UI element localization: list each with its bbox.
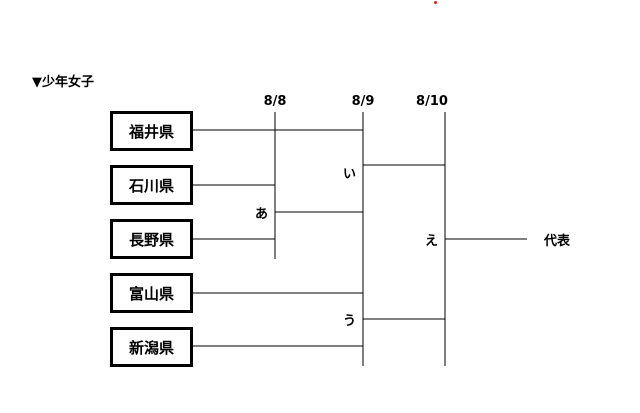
team-box-toyama: 富山県 [110, 273, 193, 313]
match-label-i: い [343, 167, 357, 182]
match-label-u: う [343, 314, 357, 329]
bracket-title: ▼少年女子 [32, 75, 94, 90]
winner-label: 代表 [544, 234, 571, 249]
date-round-3: 8/10 [416, 94, 448, 109]
team-box-ishikawa: 石川県 [110, 165, 193, 205]
date-round-1: 8/8 [263, 94, 287, 109]
date-round-2: 8/9 [351, 94, 375, 109]
match-label-a: あ [255, 207, 269, 222]
red-dot-mark [434, 1, 437, 4]
team-box-nagano: 長野県 [110, 219, 193, 259]
team-box-fukui: 福井県 [110, 111, 193, 151]
match-label-e: え [425, 234, 439, 249]
team-box-niigata: 新潟県 [110, 327, 193, 367]
